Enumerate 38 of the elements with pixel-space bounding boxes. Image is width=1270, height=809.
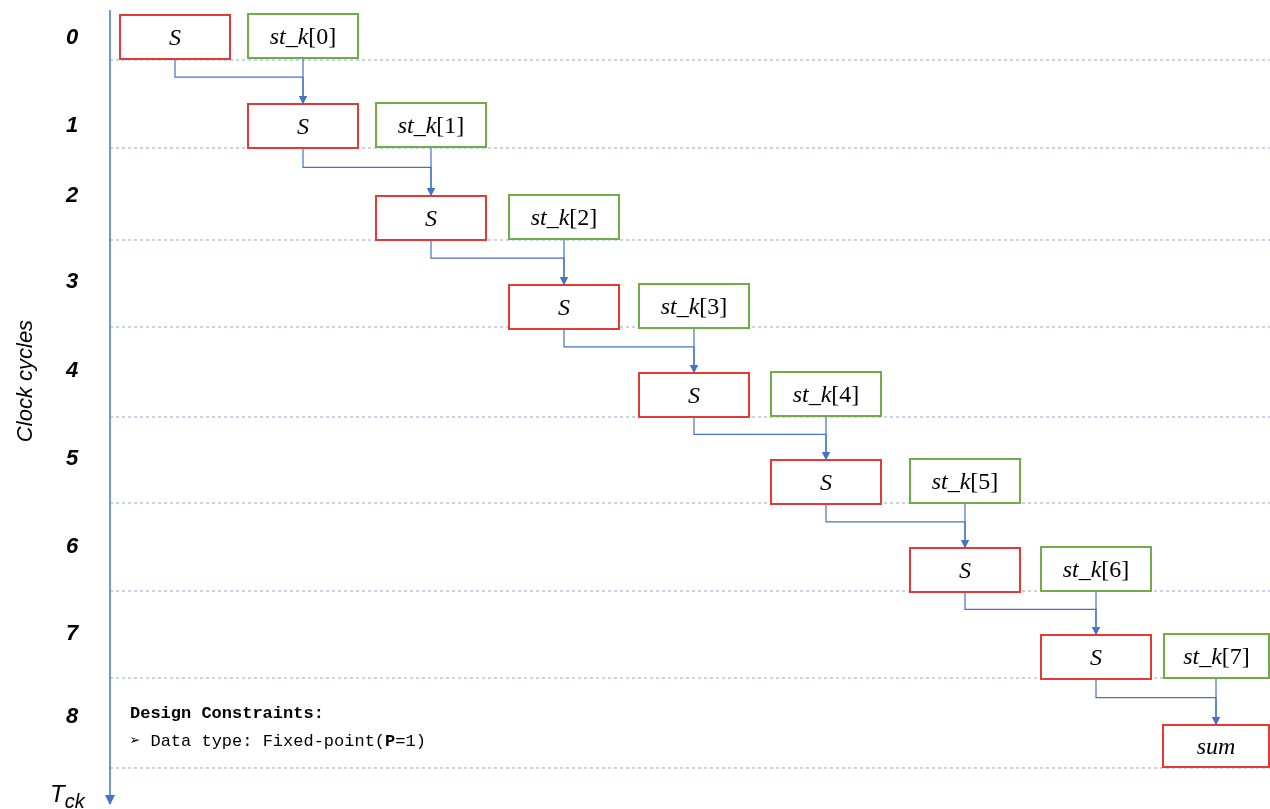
process-box: S	[247, 103, 359, 149]
arrow	[1212, 678, 1220, 725]
input-box: st_k[7]	[1163, 633, 1270, 679]
arrow	[690, 328, 698, 373]
arrow	[560, 239, 568, 285]
input-box: st_k[1]	[375, 102, 487, 148]
row-number: 5	[66, 445, 79, 471]
arrow	[961, 503, 969, 548]
axis-label: T$_{ck}$	[50, 780, 85, 809]
input-box: st_k[2]	[508, 194, 620, 240]
process-box: S	[119, 14, 231, 60]
row-number: 8	[66, 703, 79, 729]
arrow	[822, 416, 830, 460]
arrow	[1092, 591, 1100, 635]
input-box: st_k[4]	[770, 371, 882, 417]
input-box: st_k[3]	[638, 283, 750, 329]
row-number: 7	[66, 620, 79, 646]
process-box: S	[909, 547, 1021, 593]
process-box: sum	[1162, 724, 1270, 768]
process-box: S	[508, 284, 620, 330]
arrow	[427, 147, 435, 196]
input-box: st_k[0]	[247, 13, 359, 59]
axis-title: Clock cycles	[12, 318, 38, 445]
row-number: 0	[66, 24, 79, 50]
input-box: st_k[5]	[909, 458, 1021, 504]
row-number: 2	[66, 182, 79, 208]
process-box: S	[375, 195, 487, 241]
row-number: 4	[66, 357, 79, 383]
process-box: S	[1040, 634, 1152, 680]
row-number: 6	[66, 533, 79, 559]
row-number: 3	[66, 268, 79, 294]
input-box: st_k[6]	[1040, 546, 1152, 592]
process-box: S	[770, 459, 882, 505]
row-number: 1	[66, 112, 79, 138]
process-box: S	[638, 372, 750, 418]
arrow	[299, 58, 307, 104]
note-heading: Design Constraints:	[130, 704, 324, 723]
note-text: ➢ Data type: Fixed-point(P=1)	[130, 731, 426, 751]
